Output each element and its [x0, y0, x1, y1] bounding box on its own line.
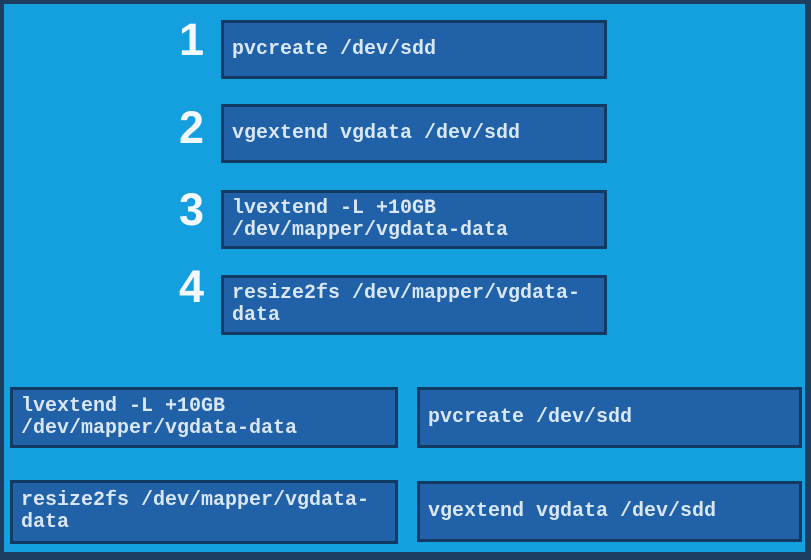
command-text: resize2fs /dev/mapper/vgdata- data: [21, 489, 370, 534]
slot-number-2: 2: [178, 102, 204, 153]
option-resize2fs[interactable]: resize2fs /dev/mapper/vgdata- data: [10, 480, 398, 544]
command-text: lvextend -L +10GB /dev/mapper/vgdata-dat…: [232, 196, 509, 242]
slot-number-4: 4: [178, 261, 204, 312]
command-text: vgextend vgdata /dev/sdd: [428, 499, 717, 523]
answer-slot-4[interactable]: resize2fs /dev/mapper/vgdata- data: [221, 275, 607, 335]
command-text: vgextend vgdata /dev/sdd: [232, 121, 521, 145]
command-text: pvcreate /dev/sdd: [428, 405, 633, 429]
command-text: lvextend -L +10GB /dev/mapper/vgdata-dat…: [21, 394, 298, 440]
answer-slot-2[interactable]: vgextend vgdata /dev/sdd: [221, 104, 607, 163]
slot-number-1: 1: [178, 14, 204, 65]
slot-number-3: 3: [178, 184, 204, 235]
answer-slot-1[interactable]: pvcreate /dev/sdd: [221, 20, 607, 79]
command-text: pvcreate /dev/sdd: [232, 37, 437, 61]
answer-slot-3[interactable]: lvextend -L +10GB /dev/mapper/vgdata-dat…: [221, 190, 607, 249]
option-vgextend[interactable]: vgextend vgdata /dev/sdd: [417, 481, 802, 542]
option-pvcreate[interactable]: pvcreate /dev/sdd: [417, 387, 802, 448]
command-text: resize2fs /dev/mapper/vgdata- data: [232, 282, 581, 327]
option-lvextend[interactable]: lvextend -L +10GB /dev/mapper/vgdata-dat…: [10, 387, 398, 448]
